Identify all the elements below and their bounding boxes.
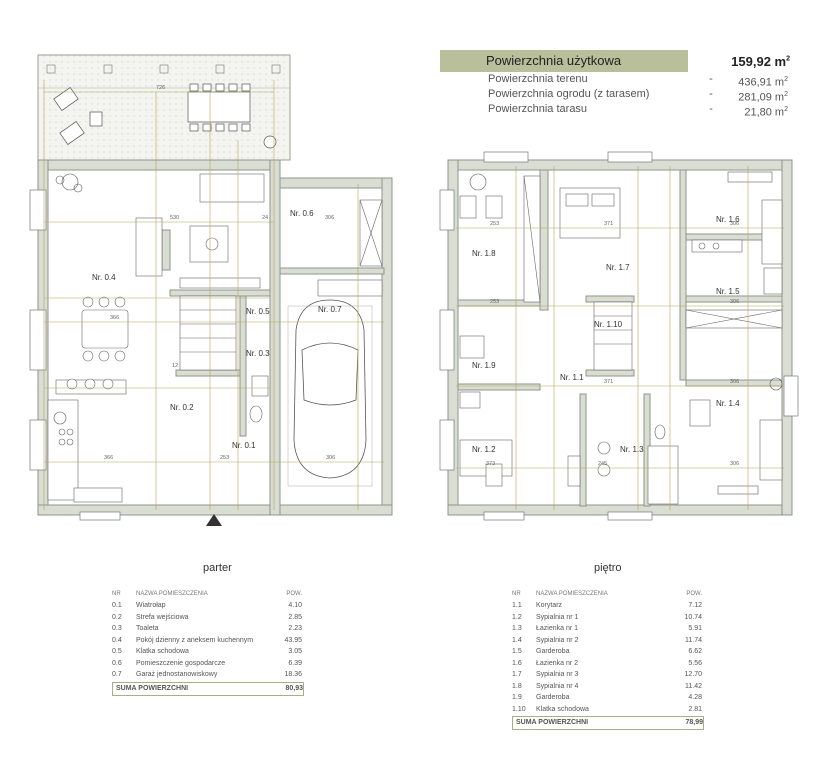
parter-room-labels: Nr. 0.4 Nr. 0.2 Nr. 0.5 Nr. 0.3 Nr. 0.1 … bbox=[92, 209, 342, 450]
usable-area-header: Powierzchnia użytkowa 159,92 m2 bbox=[440, 50, 800, 72]
svg-text:530: 530 bbox=[170, 215, 179, 221]
svg-text:306: 306 bbox=[326, 455, 335, 461]
room-label-1.1: Nr. 1.1 bbox=[560, 373, 584, 382]
svg-text:12: 12 bbox=[172, 363, 178, 369]
pietro-dimensions: 253 371 306 253 306 371 306 373 245 306 bbox=[486, 221, 739, 467]
parter-title: parter bbox=[203, 562, 232, 574]
room-label-1.5: Nr. 1.5 bbox=[716, 287, 740, 296]
terrace-furniture bbox=[53, 83, 277, 149]
pietro-furniture bbox=[459, 175, 783, 505]
room-label-1.6: Nr. 1.6 bbox=[716, 215, 740, 224]
svg-text:373: 373 bbox=[486, 461, 495, 467]
room-label-0.4: Nr. 0.4 bbox=[92, 273, 116, 282]
svg-text:253: 253 bbox=[490, 299, 499, 305]
svg-text:366: 366 bbox=[110, 315, 119, 321]
room-label-0.5: Nr. 0.5 bbox=[246, 307, 270, 316]
area-summary: Powierzchnia użytkowa 159,92 m2 Powierzc… bbox=[440, 50, 800, 119]
room-label-1.9: Nr. 1.9 bbox=[472, 361, 496, 370]
pietro-plan: Nr. 1.1 Nr. 1.2 Nr. 1.3 Nr. 1.4 Nr. 1.5 … bbox=[439, 151, 799, 521]
svg-text:366: 366 bbox=[104, 455, 113, 461]
svg-text:306: 306 bbox=[730, 221, 739, 227]
pietro-plants bbox=[469, 173, 783, 391]
room-label-1.7: Nr. 1.7 bbox=[606, 263, 630, 272]
room-label-0.1: Nr. 0.1 bbox=[232, 441, 256, 450]
pietro-title: piętro bbox=[594, 562, 622, 574]
terrace-lamps bbox=[46, 64, 281, 74]
summary-row: Powierzchnia terenu- 436,91 m2 bbox=[488, 73, 788, 89]
summary-row: Powierzchnia tarasu- 21,80 m2 bbox=[488, 103, 788, 119]
svg-text:306: 306 bbox=[730, 461, 739, 467]
parter-plan: Nr. 0.4 Nr. 0.2 Nr. 0.5 Nr. 0.3 Nr. 0.1 … bbox=[29, 54, 393, 526]
room-label-1.2: Nr. 1.2 bbox=[472, 445, 496, 454]
svg-text:371: 371 bbox=[604, 379, 613, 385]
svg-text:24: 24 bbox=[262, 215, 268, 221]
room-label-0.7: Nr. 0.7 bbox=[318, 305, 342, 314]
parter-dimensions: 726 530 306 366 366 306 253 24 12 bbox=[104, 85, 335, 461]
pietro-windows bbox=[439, 151, 799, 521]
svg-text:253: 253 bbox=[490, 221, 499, 227]
room-label-0.6: Nr. 0.6 bbox=[290, 209, 314, 218]
garage-car bbox=[287, 299, 373, 487]
svg-text:245: 245 bbox=[598, 461, 607, 467]
dining-chairs bbox=[66, 296, 126, 390]
usable-area-label: Powierzchnia użytkowa bbox=[440, 50, 688, 72]
parter-plants bbox=[53, 173, 83, 425]
svg-text:306: 306 bbox=[730, 299, 739, 305]
svg-text:306: 306 bbox=[730, 379, 739, 385]
pietro-guides bbox=[456, 166, 784, 510]
room-label-0.2: Nr. 0.2 bbox=[170, 403, 194, 412]
room-label-1.10: Nr. 1.10 bbox=[594, 320, 623, 329]
room-label-1.3: Nr. 1.3 bbox=[620, 445, 644, 454]
room-label-0.3: Nr. 0.3 bbox=[246, 349, 270, 358]
svg-text:726: 726 bbox=[156, 85, 165, 91]
entrance-marker bbox=[206, 514, 222, 526]
svg-text:371: 371 bbox=[604, 221, 613, 227]
parter-furniture bbox=[47, 173, 383, 503]
parter-windows bbox=[29, 189, 121, 521]
usable-area-value: 159,92 m2 bbox=[731, 53, 790, 69]
pietro-room-labels: Nr. 1.1 Nr. 1.2 Nr. 1.3 Nr. 1.4 Nr. 1.5 … bbox=[472, 215, 740, 454]
svg-text:306: 306 bbox=[325, 215, 334, 221]
room-label-1.4: Nr. 1.4 bbox=[716, 399, 740, 408]
summary-row: Powierzchnia ogrodu (z tarasem)- 281,09 … bbox=[488, 88, 788, 104]
room-label-1.8: Nr. 1.8 bbox=[472, 249, 496, 258]
terrace bbox=[37, 54, 291, 161]
svg-text:253: 253 bbox=[220, 455, 229, 461]
parter-guides bbox=[43, 80, 384, 510]
